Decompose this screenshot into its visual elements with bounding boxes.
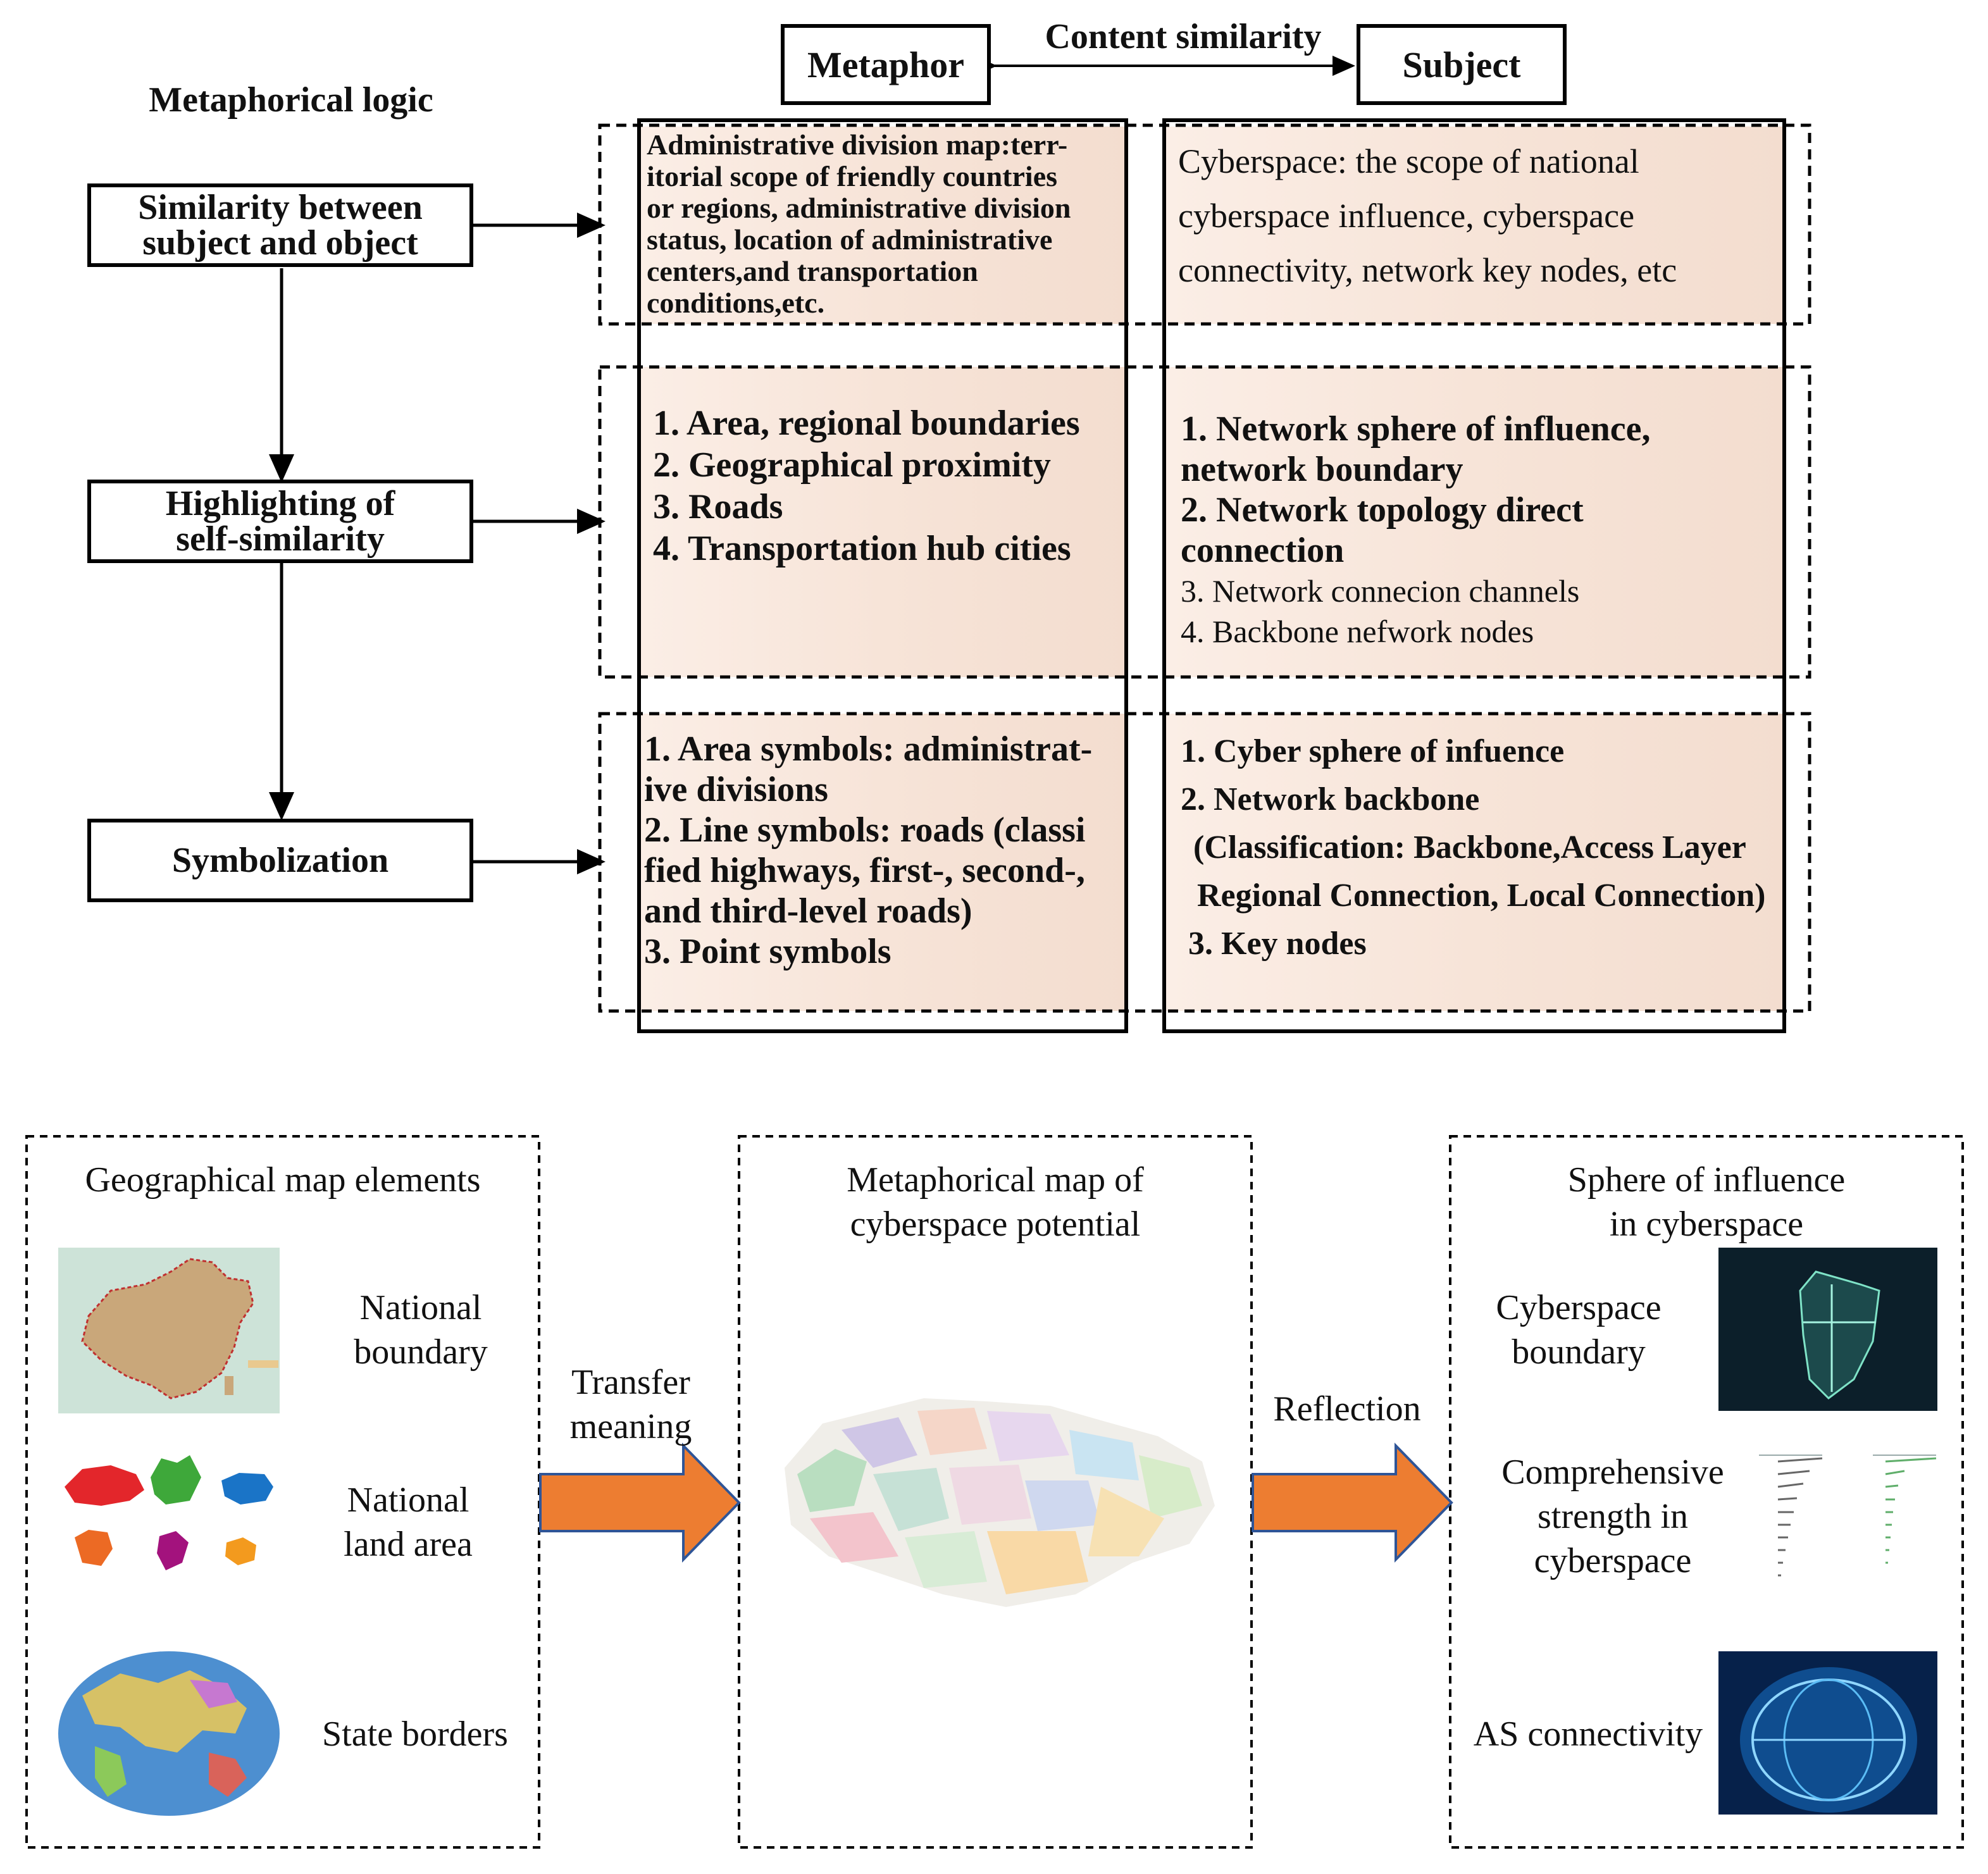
- metaphor-header: Metaphor: [781, 24, 991, 105]
- panel-title-line: cyberspace potential: [850, 1205, 1141, 1244]
- label-state-borders: State borders: [295, 1712, 535, 1756]
- cell-line: 3. Key nodes: [1188, 926, 1367, 962]
- label-line: meaning: [569, 1407, 692, 1446]
- cell-line: 2. Line symbols: roads (classi: [644, 810, 1086, 850]
- cell-line: 1. Area symbols: administrat-: [644, 729, 1093, 769]
- world-globe-image: [58, 1651, 280, 1816]
- cell-r2-subject: 1. Network sphere of influence, network …: [1181, 409, 1782, 652]
- label-comprehensive-strength: Comprehensive strength in cyberspace: [1483, 1450, 1743, 1583]
- cyber-shield-image: [1718, 1248, 1937, 1411]
- label-line: strength in: [1538, 1497, 1688, 1536]
- cell-r3-subject: 1. Cyber sphere of infuence 2. Network b…: [1181, 728, 1782, 968]
- metaphor-column-outline: [637, 118, 1128, 1033]
- cell-fill-r2-subject: [1164, 367, 1784, 677]
- label-transfer-meaning: Transfer meaning: [545, 1360, 716, 1449]
- cell-r2-metaphor: 1. Area, regional boundaries 2. Geograph…: [653, 402, 1124, 569]
- step-line: subject and object: [142, 223, 418, 263]
- cell-line: centers,and transportation: [647, 255, 978, 287]
- panel-frame-right: [1449, 1135, 1964, 1849]
- label-line: Reflection: [1273, 1389, 1421, 1429]
- subject-header: Subject: [1357, 24, 1567, 105]
- cyberspace-potential-map-image: [785, 1398, 1215, 1607]
- label-national-boundary: National boundary: [310, 1286, 531, 1374]
- panel-title-geographical: Geographical map elements: [27, 1158, 539, 1202]
- cell-line: 2. Network backbone: [1181, 781, 1480, 817]
- cell-line: 1. Area, regional boundaries: [653, 404, 1080, 443]
- label-line: National: [359, 1288, 482, 1327]
- cell-r1-subject: Cyberspace: the scope of national cybers…: [1178, 134, 1786, 297]
- label-line: land area: [344, 1525, 473, 1564]
- cell-line: 3. Roads: [653, 487, 783, 526]
- cell-line: and third-level roads): [644, 891, 972, 931]
- label-line: Comprehensive: [1501, 1453, 1724, 1492]
- content-similarity-label: Content similarity: [1045, 17, 1322, 56]
- panel-title-line: in cyberspace: [1609, 1205, 1804, 1244]
- cell-line: ive divisions: [644, 770, 828, 809]
- cell-r3-metaphor: 1. Area symbols: administrat- ive divisi…: [644, 729, 1125, 972]
- cell-fill-r1-metaphor: [639, 127, 1126, 324]
- cell-line: Cyberspace: the scope of national: [1178, 142, 1639, 180]
- label-line: cyberspace: [1534, 1541, 1692, 1580]
- cell-line: 3. Point symbols: [644, 932, 891, 971]
- cell-fill-r1-subject: [1164, 127, 1784, 324]
- label-line: National: [347, 1480, 469, 1520]
- cell-line: connectivity, network key nodes, etc: [1178, 251, 1677, 289]
- step-line: Highlighting of: [165, 484, 395, 523]
- power-ranking-chart-image: [1732, 1443, 1940, 1604]
- reflection-arrow: [1252, 1443, 1453, 1563]
- cell-line: status, location of administrative: [647, 223, 1053, 256]
- cell-line: conditions,etc.: [647, 287, 825, 319]
- cell-line: network boundary: [1181, 450, 1463, 489]
- cell-line: 4. Backbone nefwork nodes: [1181, 614, 1534, 649]
- subject-column-outline: [1162, 118, 1786, 1033]
- step-line: Similarity between: [138, 188, 423, 227]
- cell-r1-metaphor: Administrative division map:terr- itoria…: [647, 129, 1128, 319]
- label-line: boundary: [354, 1332, 488, 1372]
- label-national-land-area: National land area: [297, 1478, 519, 1567]
- cell-line: or regions, administrative division: [647, 192, 1071, 224]
- panel-title-line: Geographical map elements: [85, 1160, 481, 1200]
- panel-title-metaphorical-map: Metaphorical map of cyberspace potential: [739, 1158, 1252, 1246]
- logic-title: Metaphorical logic: [149, 80, 433, 120]
- digital-globe-image: [1718, 1651, 1937, 1815]
- label-line: boundary: [1512, 1332, 1646, 1372]
- cell-line: (Classification: Backbone,Access Layer: [1193, 829, 1746, 866]
- label-line: Transfer: [571, 1363, 690, 1402]
- country-shapes-image: [65, 1455, 273, 1570]
- label-line: State borders: [322, 1715, 508, 1754]
- panel-title-line: Metaphorical map of: [847, 1160, 1144, 1200]
- cell-fill-r3-subject: [1164, 714, 1784, 1011]
- step-line: self-similarity: [176, 519, 385, 559]
- label-line: Cyberspace: [1496, 1288, 1662, 1327]
- cell-line: cyberspace influence, cyberspace: [1178, 197, 1635, 235]
- cell-line: fied highways, first-, second-,: [644, 851, 1085, 890]
- panel-title-sphere-of-influence: Sphere of influence in cyberspace: [1450, 1158, 1963, 1246]
- cell-line: 1. Network sphere of influence,: [1181, 409, 1651, 449]
- cell-line: 2. Network topology direct: [1181, 490, 1584, 530]
- transfer-arrow: [539, 1443, 741, 1563]
- china-map-image: [58, 1248, 280, 1413]
- cell-line: Regional Connection, Local Connection): [1197, 878, 1766, 914]
- label-line: AS connectivity: [1473, 1715, 1703, 1754]
- cell-line: 4. Transportation hub cities: [653, 529, 1071, 568]
- cell-fill-r2-metaphor: [639, 367, 1126, 677]
- step-line: Symbolization: [171, 841, 389, 880]
- cell-line: itorial scope of friendly countries: [647, 160, 1058, 192]
- label-as-connectivity: AS connectivity: [1462, 1712, 1715, 1756]
- cell-line: 1. Cyber sphere of infuence: [1181, 733, 1565, 769]
- panel-title-line: Sphere of influence: [1567, 1160, 1846, 1200]
- label-cyberspace-boundary: Cyberspace boundary: [1468, 1286, 1689, 1374]
- cell-line: 2. Geographical proximity: [653, 445, 1051, 485]
- cell-line: Administrative division map:terr-: [647, 128, 1068, 161]
- label-reflection: Reflection: [1255, 1387, 1439, 1431]
- cell-fill-r3-metaphor: [639, 714, 1126, 1011]
- cell-line: 3. Network connecion channels: [1181, 573, 1580, 609]
- cell-line: connection: [1181, 531, 1345, 570]
- step-symbolization: Symbolization: [87, 819, 473, 902]
